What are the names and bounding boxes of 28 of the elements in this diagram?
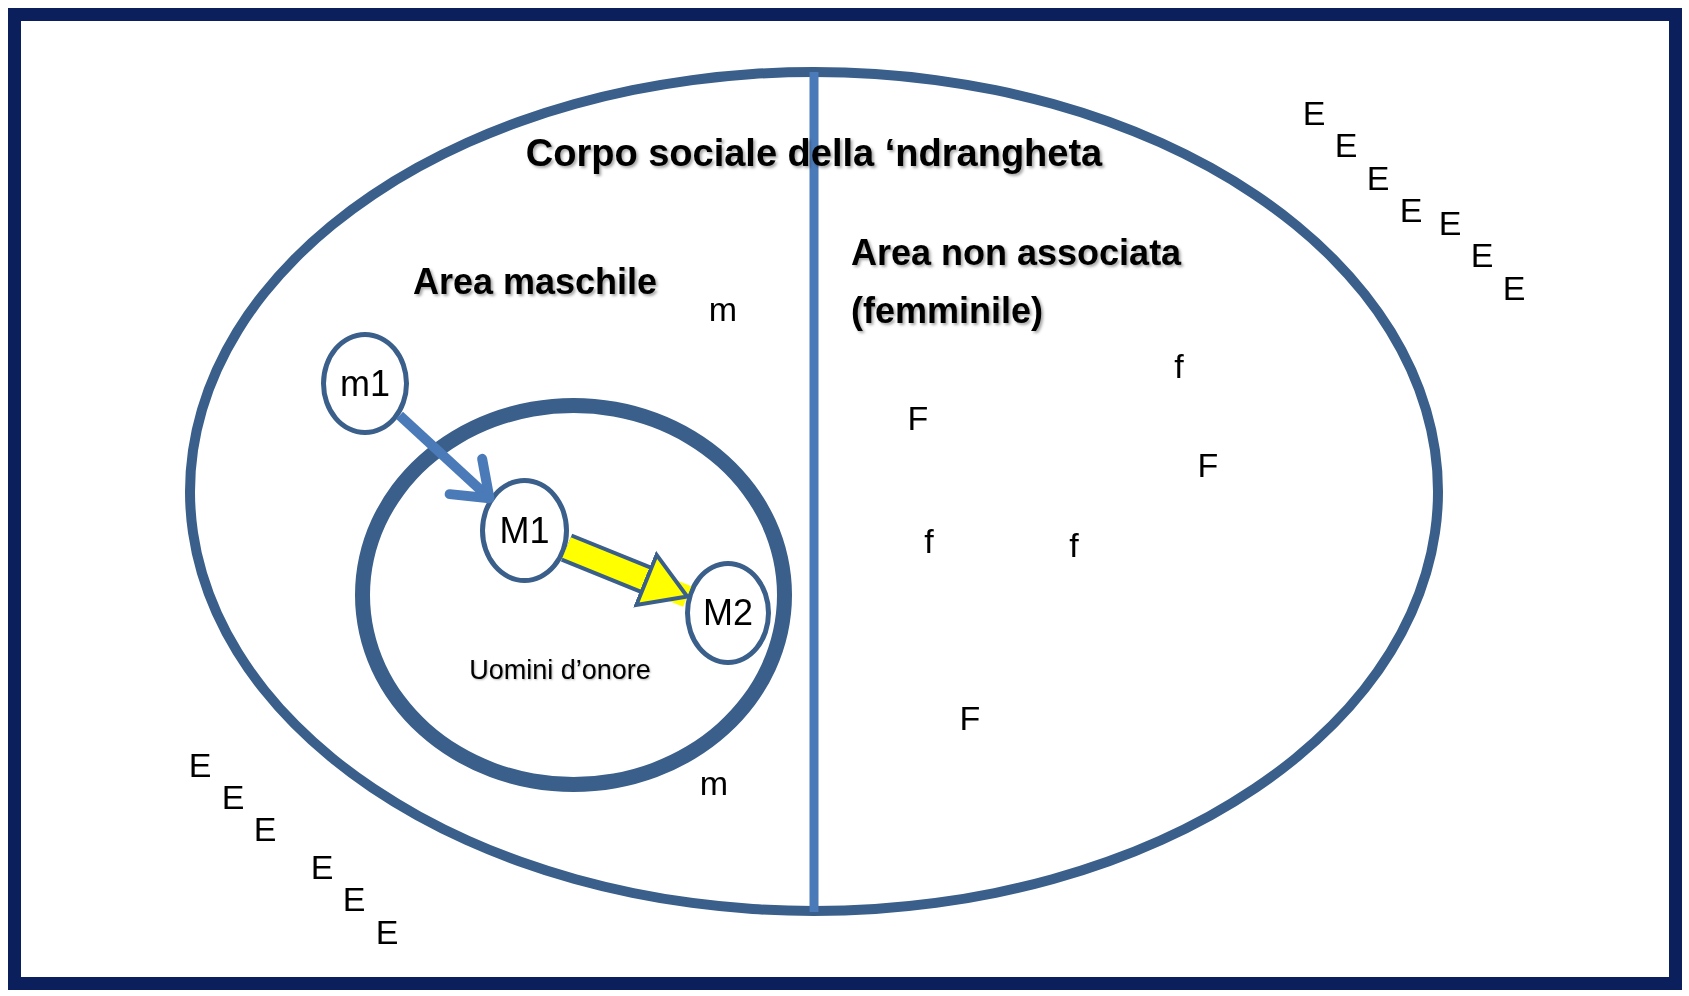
letter-label: E [1365,158,1391,198]
letter-label: f [923,521,935,561]
block-arrow [560,533,692,607]
letter-label: F [1196,445,1220,485]
letter-label: E [309,847,335,887]
member-label: m1 [339,361,391,406]
letter-label: E [1437,203,1463,243]
letter-label: E [1398,190,1424,230]
group-label: Uomini d’onore [468,654,652,687]
letter-label: m [698,763,730,803]
member-label: M1 [498,508,551,553]
letter-label: E [187,745,213,785]
letter-label: E [252,809,278,849]
letter-label: f [1173,346,1185,386]
member-label: M2 [702,591,754,635]
letter-label: E [220,777,246,817]
letter-label: E [1333,125,1359,165]
area-label: Area non associata (femminile) [851,231,1183,333]
letter-label: E [1301,93,1327,133]
letter-label: E [1501,268,1527,308]
letter-label: F [906,398,930,438]
letter-label: m [707,289,739,329]
letter-label: E [341,879,367,919]
letter-label: E [374,912,400,952]
letter-label: E [1469,235,1495,275]
area-label: Area maschile [411,260,659,304]
letter-label: f [1068,525,1080,565]
letter-label: F [958,698,982,738]
